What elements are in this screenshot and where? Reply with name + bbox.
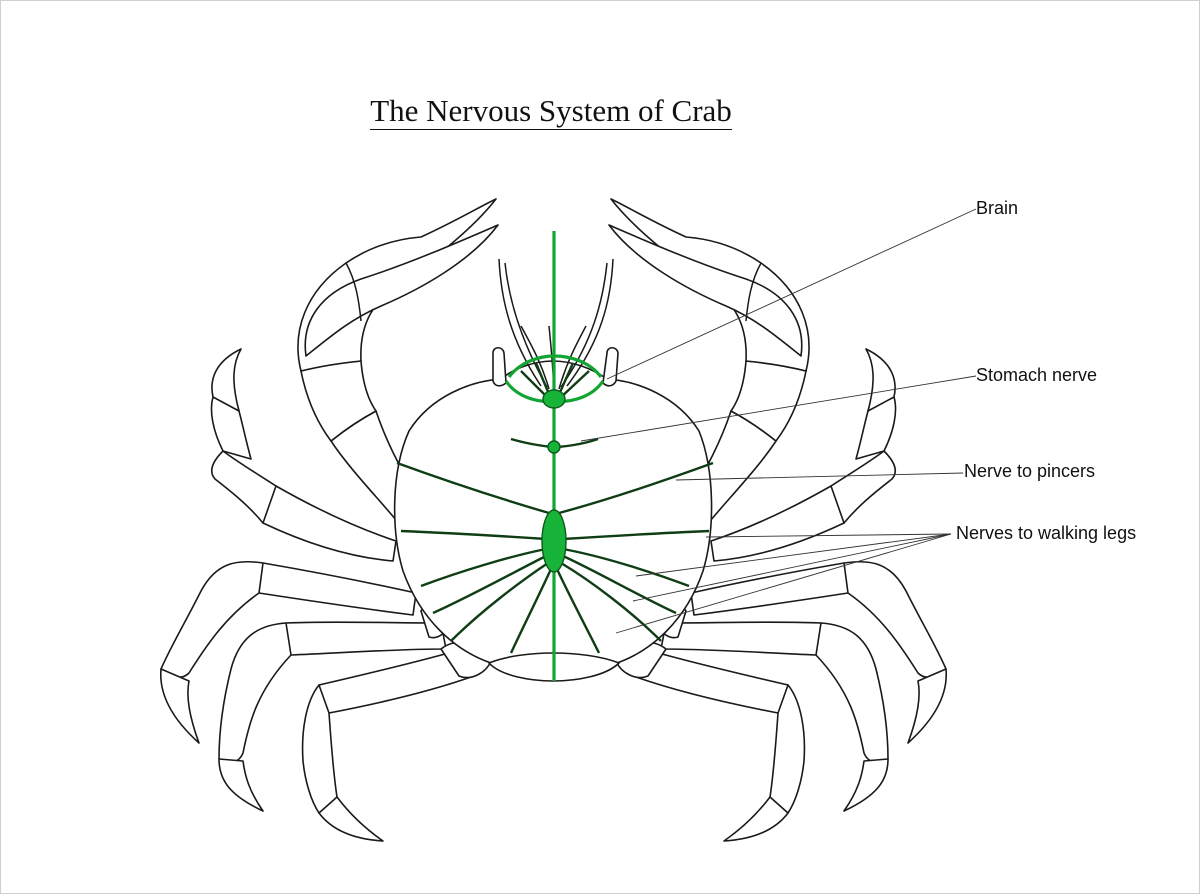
title-text: The Nervous System of Crab [370, 93, 732, 130]
label-stomach-nerve: Stomach nerve [976, 365, 1098, 385]
lateral-nerves [396, 461, 714, 654]
diagram-title: The Nervous System of Crab [1, 93, 1101, 130]
label-nerves-to-walking-legs: Nerves to walking legs [956, 523, 1137, 543]
stomach-ganglion [547, 440, 561, 454]
label-brain: Brain [976, 198, 1019, 218]
thoracic-ganglion [541, 509, 567, 573]
label-nerve-to-pincers: Nerve to pincers [964, 461, 1096, 481]
label-pointers [580, 208, 977, 634]
brain-ganglion [542, 389, 566, 409]
